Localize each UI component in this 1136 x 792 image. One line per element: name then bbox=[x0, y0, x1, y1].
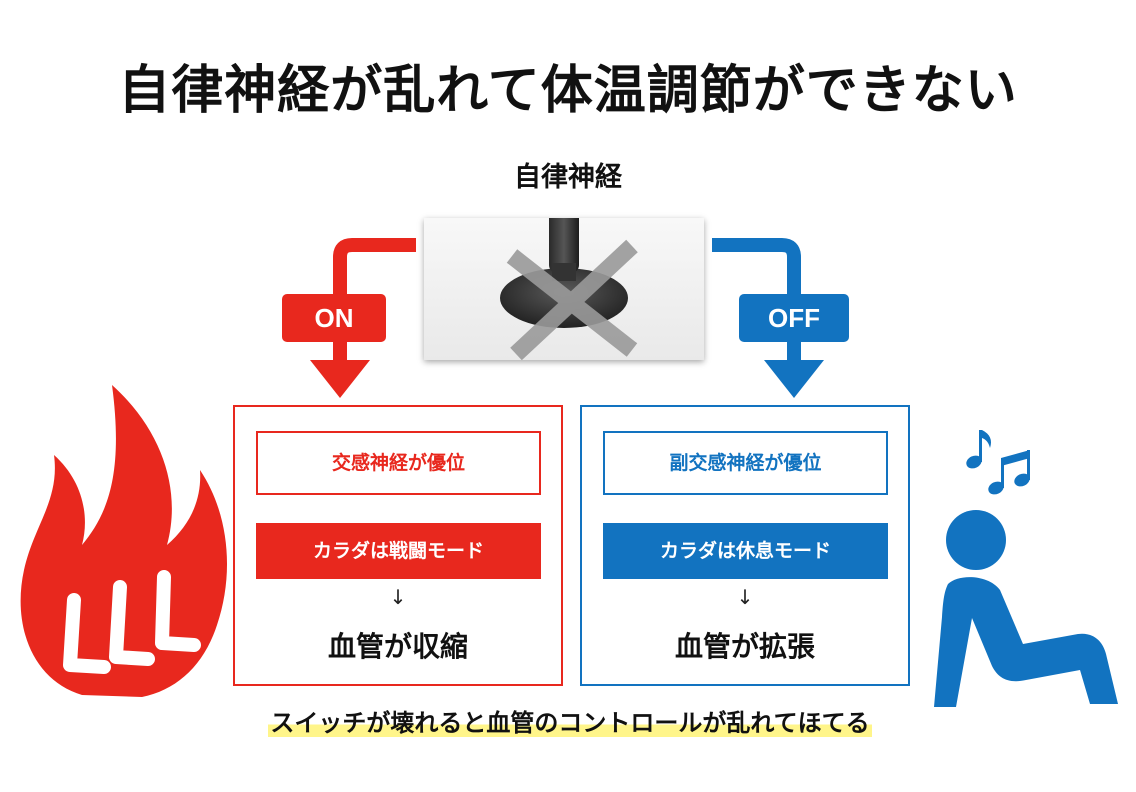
down-arrow: ↓ bbox=[736, 585, 754, 609]
music-notes-icon bbox=[966, 430, 1030, 495]
flame-icon bbox=[20, 385, 228, 697]
sympathetic-panel: 交感神経が優位 カラダは戦闘モード ↓ 血管が収縮 bbox=[233, 405, 563, 686]
off-arrowhead bbox=[764, 360, 824, 398]
page-title: 自律神経が乱れて体温調節ができない bbox=[118, 61, 1018, 121]
parasympathetic-header: 副交感神経が優位 bbox=[603, 431, 888, 495]
on-tag: ON bbox=[282, 294, 386, 342]
relaxing-person-icon bbox=[934, 430, 1118, 707]
parasympathetic-panel: 副交感神経が優位 カラダは休息モード ↓ 血管が拡張 bbox=[580, 405, 910, 686]
on-arrowhead bbox=[310, 360, 370, 398]
cross-mark-icon bbox=[506, 239, 638, 361]
caption-text: スイッチが壊れると血管のコントロールが乱れてほてる bbox=[268, 709, 872, 737]
rest-mode-bar: カラダは休息モード bbox=[603, 523, 888, 579]
caption: スイッチが壊れると血管のコントロールが乱れてほてる bbox=[240, 703, 900, 738]
switch-label: 自律神経 bbox=[514, 162, 622, 193]
on-arrow bbox=[333, 238, 416, 362]
vasodilation-result: 血管が拡張 bbox=[674, 630, 815, 663]
vasoconstriction-result: 血管が収縮 bbox=[327, 630, 468, 663]
off-arrow bbox=[712, 238, 801, 362]
sympathetic-header: 交感神経が優位 bbox=[256, 431, 541, 495]
off-tag: OFF bbox=[739, 294, 849, 342]
switch-image bbox=[424, 193, 704, 361]
down-arrow: ↓ bbox=[389, 585, 407, 609]
battle-mode-bar: カラダは戦闘モード bbox=[256, 523, 541, 579]
joystick-switch-icon bbox=[500, 193, 638, 361]
